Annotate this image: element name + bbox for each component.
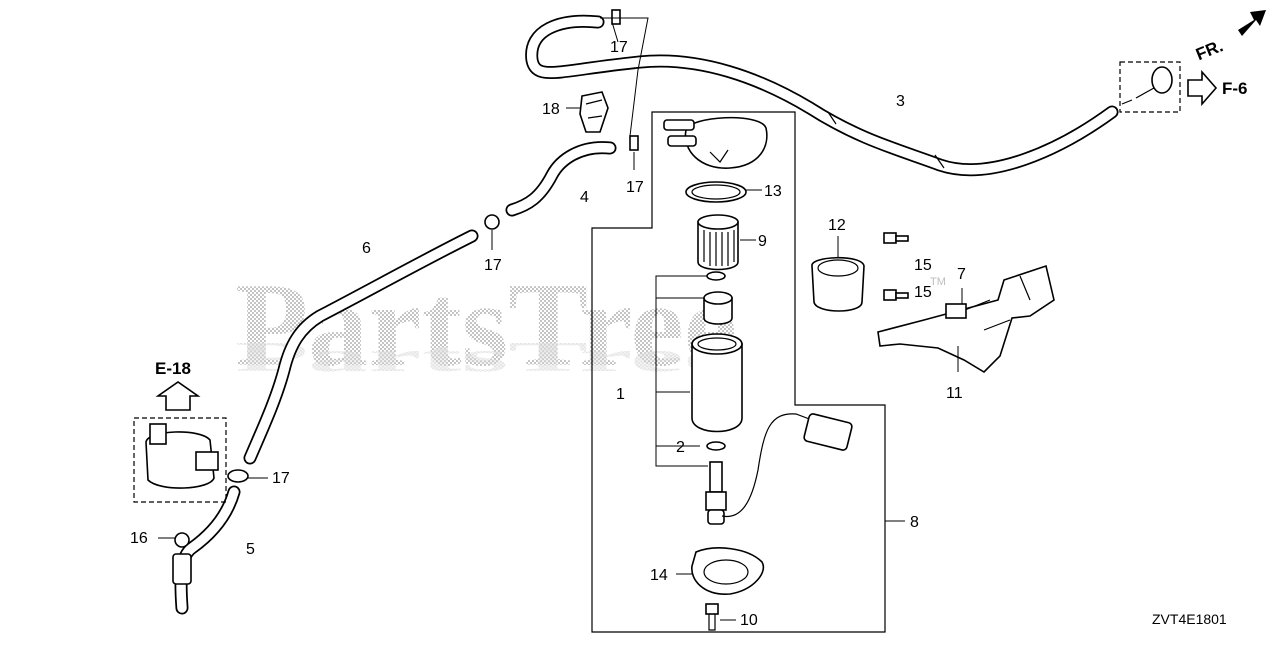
arrow-front-icon [1238, 10, 1266, 36]
filter-cover [663, 116, 768, 169]
bracket-1-2 [655, 275, 708, 467]
assembly-8-outline [591, 111, 886, 633]
callout-17-mid: 17 [626, 179, 644, 196]
callout-8: 8 [910, 514, 919, 531]
clip-18 [566, 91, 609, 133]
o-ring-13 [685, 181, 762, 203]
callout-15-upper: 15 [914, 257, 932, 274]
hose-3 [525, 14, 1119, 177]
water-sensor [705, 413, 853, 525]
callout-11: 11 [946, 385, 963, 402]
terminal-f6 [1119, 61, 1181, 113]
callout-10: 10 [740, 612, 758, 629]
filter-spacer [703, 271, 733, 325]
arrow-right-f6-icon [1187, 69, 1218, 107]
bolt-10 [705, 603, 736, 631]
callout-4: 4 [580, 189, 589, 206]
gasket-14 [676, 547, 765, 595]
bolts-15 [883, 232, 909, 301]
callout-6: 6 [362, 240, 371, 257]
f6-label: F-6 [1222, 79, 1248, 98]
reference-arrows [155, 10, 1266, 411]
callout-18: 18 [542, 101, 560, 118]
clamp-16 [158, 532, 190, 548]
callout-17-bottom: 17 [272, 470, 290, 487]
hose-5 [172, 485, 241, 615]
callout-7: 7 [957, 266, 966, 283]
watermark-reflection: PartsTree [235, 334, 737, 380]
holder-12 [811, 236, 865, 312]
bracket-11 [877, 264, 1055, 374]
clip-17-set [227, 9, 649, 483]
front-label: FR. [1193, 36, 1226, 64]
callout-13: 13 [764, 183, 782, 200]
callout-2: 2 [676, 439, 685, 456]
callout-15-lower: 15 [914, 284, 932, 301]
pump-e18 [133, 417, 227, 503]
callout-17-left: 17 [484, 257, 502, 274]
watermark-trademark: TM [930, 276, 946, 288]
filter-cup-1 [691, 333, 743, 433]
drawing-code: ZVT4E1801 [1152, 611, 1227, 627]
callout-1: 1 [616, 386, 625, 403]
seal-2 [706, 441, 726, 451]
callout-17-top: 17 [610, 39, 628, 56]
callout-16: 16 [130, 530, 148, 547]
filter-element-9 [697, 214, 756, 271]
hose-4 [505, 141, 617, 217]
e18-label: E-18 [155, 359, 191, 378]
callout-12: 12 [828, 217, 846, 234]
callout-14: 14 [650, 567, 668, 584]
callout-3: 3 [896, 93, 905, 110]
arrow-up-e18-icon [155, 381, 201, 411]
callout-5: 5 [246, 541, 255, 558]
hose-6 [243, 229, 479, 465]
callout-9: 9 [758, 233, 767, 250]
